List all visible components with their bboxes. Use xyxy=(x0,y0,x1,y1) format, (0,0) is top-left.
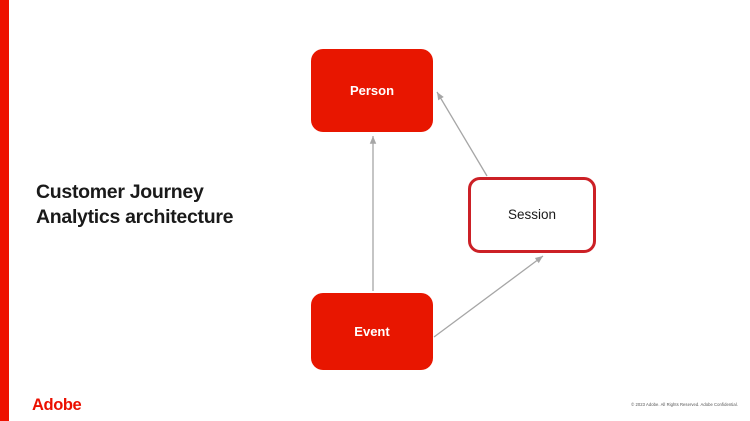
diagram-node-person[interactable]: Person xyxy=(311,49,433,132)
left-accent-bar xyxy=(0,0,9,421)
diagram-node-session-label: Session xyxy=(507,207,557,223)
diagram-node-event[interactable]: Event xyxy=(311,293,433,370)
adobe-logo: Adobe xyxy=(32,396,82,414)
diagram-node-person-label: Person xyxy=(349,83,395,98)
footer-copyright: © 2023 Adobe. All Rights Reserved. Adobe… xyxy=(631,402,738,407)
diagram-node-session[interactable]: Session xyxy=(468,177,596,253)
edge-session-to-person xyxy=(436,91,488,177)
page-title: Customer Journey Analytics architecture xyxy=(36,181,234,228)
diagram-node-event-label: Event xyxy=(354,324,390,339)
edge-event-to-session xyxy=(433,255,544,338)
